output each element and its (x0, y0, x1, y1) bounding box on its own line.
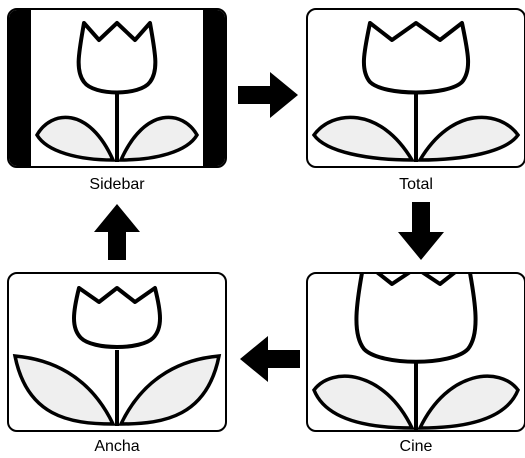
total-mode-label: Total (399, 176, 433, 193)
arrow-up-icon (94, 204, 140, 260)
tulip-icon (9, 10, 225, 166)
right-side-bar (203, 10, 225, 166)
tulip-icon (311, 21, 521, 162)
arrow-right-icon (238, 72, 298, 118)
cine-mode-label: Cine (399, 438, 433, 455)
left-side-bar (9, 10, 31, 166)
total-mode-panel (306, 8, 525, 168)
tulip-icon (12, 286, 222, 426)
ancha-mode-label: Ancha (94, 438, 140, 455)
arrow-down-icon (398, 202, 444, 260)
tulip-icon (312, 274, 520, 430)
arrow-left-icon (240, 336, 300, 382)
sidebar-mode-label: Sidebar (89, 176, 145, 193)
ancha-mode-panel (7, 272, 227, 432)
tulip-drawing (311, 21, 521, 162)
cine-mode-panel (306, 272, 525, 432)
tulip-drawing (34, 21, 200, 162)
sidebar-mode-panel (7, 8, 227, 168)
tulip-drawing (12, 286, 222, 426)
tulip-drawing (312, 274, 520, 430)
